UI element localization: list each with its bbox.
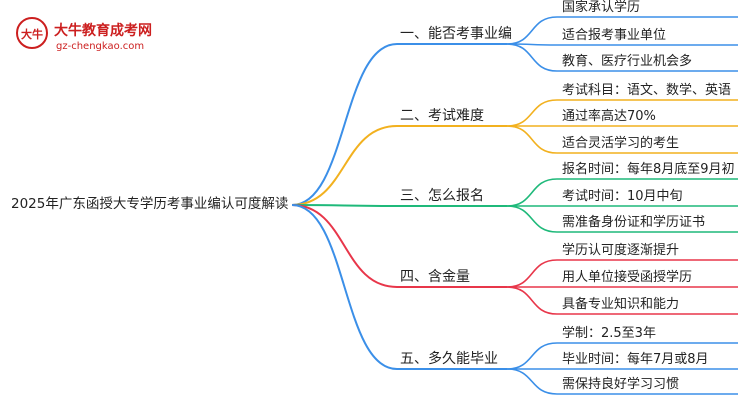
leaf-label: 国家承认学历 [562,0,640,15]
root-branch-connector [291,204,398,370]
leaf-label: 教育、医疗行业机会多 [562,53,692,69]
branch-leaf-connector [506,125,558,154]
branch-label: 一、能否考事业编 [400,26,512,42]
branch-label: 五、多久能毕业 [400,350,498,367]
branch-leaf-connector [506,342,558,370]
leaf-label: 考试时间：10月中旬 [562,189,683,204]
leaf-label: 需准备身份证和学历证书 [562,214,705,230]
logo-icon [16,17,48,49]
connector-layer [291,16,738,395]
leaf-label: 适合报考事业单位 [562,28,666,43]
branch-leaf-connector [506,99,558,127]
branch-leaf-connector [506,368,558,395]
branch-leaf-connector [506,16,558,45]
leaf-label: 通过率高达70% [562,108,656,124]
logo-glyph: 大牛 [21,27,43,41]
branch-leaf-connector [506,259,558,288]
logo-url: gz-chengkao.com [56,41,144,52]
leaf-label: 适合灵活学习的考生 [562,135,679,151]
leaf-label: 毕业时间：每年7月或8月 [562,351,709,367]
root-branch-connector [291,204,398,288]
branch-label: 三、怎么报名 [400,188,484,204]
branch-leaf-connector [506,286,558,315]
leaf-label: 具备专业知识和能力 [562,296,679,312]
root-topic: 2025年广东函授大专学历考事业编认可度解读 [11,196,288,212]
branch-leaf-connector [506,43,558,72]
leaf-label: 报名时间：每年8月底至9月初 [562,161,735,177]
logo: 大牛 大牛教育成考网 gz-chengkao.com [16,17,152,52]
branch-label: 四、含金量 [400,269,470,285]
branch-label: 二、考试难度 [400,108,484,124]
root-branch-connector [291,204,398,207]
root-branch-connector [291,43,398,206]
root-branch-connector [291,125,398,206]
node-layer: 一、能否考事业编国家承认学历适合报考事业单位教育、医疗行业机会多二、考试难度考试… [400,0,735,392]
leaf-label: 需保持良好学习习惯 [562,376,679,392]
logo-name: 大牛教育成考网 [54,22,152,39]
branch-leaf-connector [506,178,558,207]
leaf-label: 学制：2.5至3年 [562,325,656,341]
leaf-label: 用人单位接受函授学历 [562,269,692,285]
branch-leaf-connector [506,205,558,233]
leaf-label: 考试科目：语文、数学、英语 [562,82,731,98]
leaf-label: 学历认可度逐渐提升 [562,242,679,258]
